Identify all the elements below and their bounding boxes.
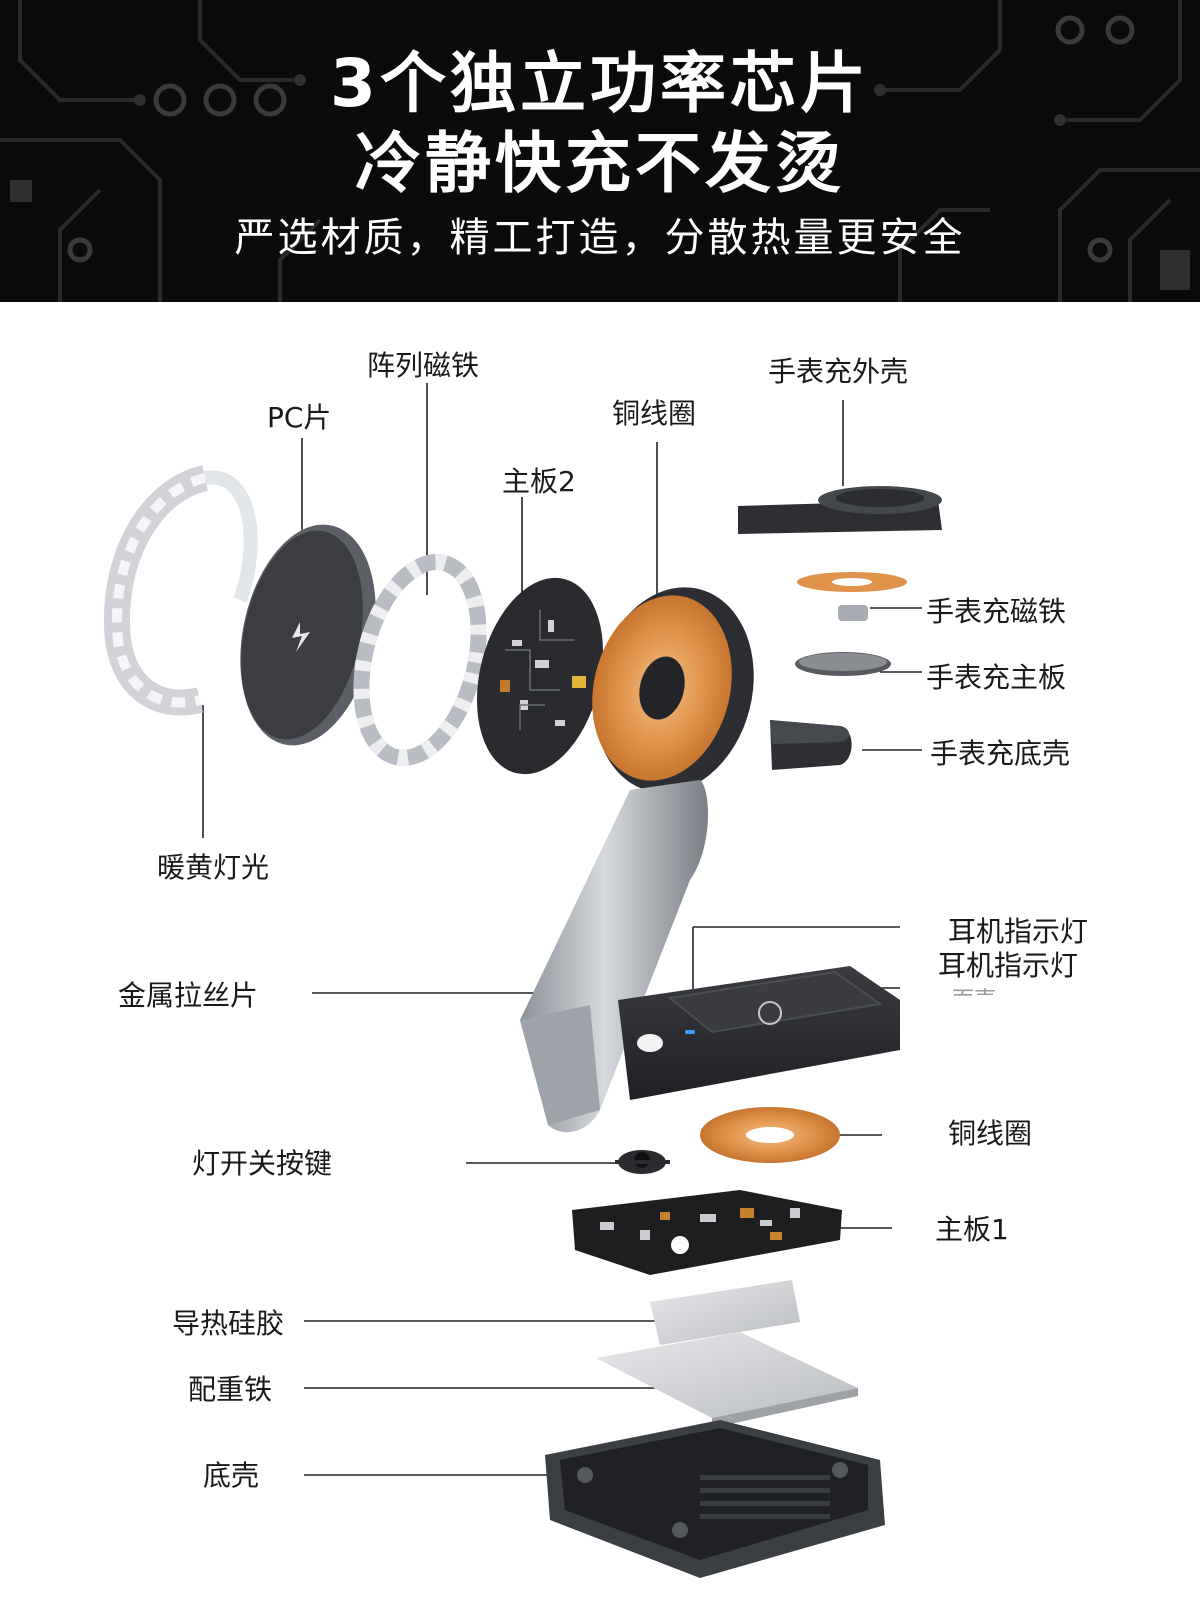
label-pc-sheet: PC片 [267, 401, 332, 434]
copper-coil-bottom [700, 1107, 840, 1163]
lightning-icon [292, 622, 310, 652]
label-array-magnet: 阵列磁铁 [367, 349, 480, 382]
label-cut-off-text: 面壳 [952, 982, 996, 996]
label-thermal-silicone: 导热硅胶 [172, 1307, 285, 1340]
earphone-pad [618, 966, 900, 1100]
bottom-shell [545, 1420, 885, 1578]
label-mainboard-1: 主板1 [935, 1213, 1009, 1246]
banner-subtitle: 严选材质，精工打造，分散热量更安全 [234, 215, 966, 261]
label-mainboard-2: 主板2 [502, 465, 576, 498]
label-watch-mainboard: 手表充主板 [926, 661, 1067, 694]
label-watch-magnet: 手表充磁铁 [926, 595, 1067, 628]
header-banner: 3个独立功率芯片 冷静快充不发烫 严选材质，精工打造，分散热量更安全 [0, 0, 1200, 302]
label-warm-yellow-light: 暖黄灯光 [157, 851, 270, 884]
watch-outer-shell [738, 486, 942, 534]
label-copper-coil-top: 铜线圈 [612, 397, 697, 430]
label-watch-outer-shell: 手表充外壳 [768, 355, 909, 388]
mainboard-1 [572, 1190, 842, 1275]
thermal-silicone [650, 1280, 800, 1345]
banner-title-line-1: 3个独立功率芯片 [330, 45, 870, 122]
exploded-view-diagram: 阵列磁铁 PC片 铜线圈 手表充外壳 主板2 手表充磁铁 手表充主板 手表充底壳… [0, 302, 1200, 1600]
label-earphone-indicator-1: 耳机指示灯 [948, 915, 1089, 948]
array-magnet-ring [353, 554, 487, 766]
watch-bottom-tray [770, 720, 852, 770]
pc-sheet [240, 524, 376, 746]
light-switch-button [615, 1150, 670, 1174]
label-earphone-indicator-2: 耳机指示灯 [938, 949, 1079, 982]
watch-mainboard [795, 652, 891, 676]
exploded-view-illustration [104, 383, 942, 1578]
warm-light-ring [104, 465, 258, 716]
label-copper-coil-bottom: 铜线圈 [948, 1117, 1033, 1150]
mainboard-2 [476, 577, 604, 775]
indicator-led [685, 1030, 695, 1034]
circuit-pattern [0, 0, 1200, 302]
earphone-icon [758, 1001, 782, 1025]
label-brushed-metal-sheet: 金属拉丝片 [118, 979, 259, 1012]
label-bottom-shell: 底壳 [203, 1459, 260, 1492]
counterweight-iron [596, 1332, 858, 1428]
label-light-switch-button: 灯开关按键 [192, 1147, 333, 1180]
stand-arm [520, 780, 709, 1133]
banner-title-line-2: 冷静快充不发烫 [355, 125, 845, 202]
label-watch-bottom-shell: 手表充底壳 [930, 737, 1071, 770]
watch-magnet [797, 572, 907, 621]
phone-charger-puck [592, 587, 754, 793]
label-counterweight-iron: 配重铁 [188, 1373, 273, 1406]
